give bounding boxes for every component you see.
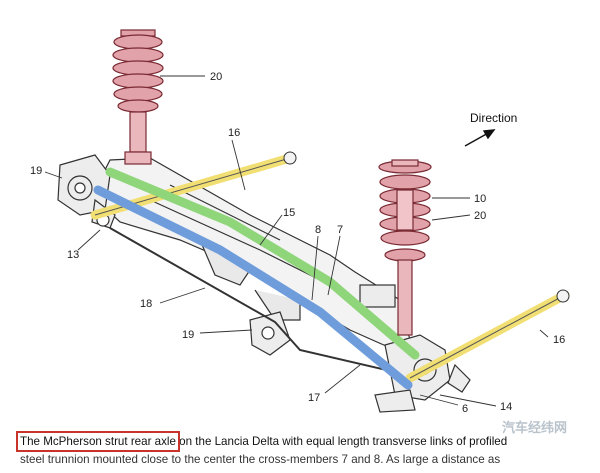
leader-lines (44, 75, 549, 407)
callout-17: 17 (308, 392, 320, 404)
callout-20-right: 20 (474, 210, 486, 222)
caption-line-2: steel trunnion mounted close to the cent… (20, 453, 501, 466)
callout-7: 7 (337, 224, 343, 236)
green-link (105, 167, 420, 360)
callout-15: 15 (283, 207, 295, 219)
stabilizer-rod (109, 227, 396, 373)
watermark: 汽车经纬网 (502, 420, 567, 436)
yellow-link-right (405, 289, 570, 383)
callout-20-left: 20 (210, 71, 222, 83)
caption-highlight: The McPherson strut rear axle (16, 431, 180, 452)
direction-arrow-icon (464, 129, 496, 147)
caption-text: on the Lancia Delta with equal length tr… (175, 435, 508, 448)
callout-16-left: 16 (228, 127, 240, 139)
caption: The McPherson strut rear axle on the Lan… (16, 431, 590, 469)
blue-link (93, 185, 413, 390)
direction-label: Direction (470, 111, 517, 125)
callout-8: 8 (315, 224, 321, 236)
callout-18: 18 (140, 298, 152, 310)
callout-19-left: 19 (30, 165, 42, 177)
callout-14: 14 (500, 401, 512, 413)
callout-6: 6 (462, 403, 468, 415)
callout-13: 13 (67, 249, 79, 261)
lower-bracket (249, 311, 291, 356)
left-coil-spring (112, 29, 164, 165)
callout-19-lower: 19 (182, 329, 194, 341)
callout-10: 10 (474, 193, 486, 205)
callout-16-right: 16 (553, 334, 565, 346)
right-strut (378, 159, 432, 336)
